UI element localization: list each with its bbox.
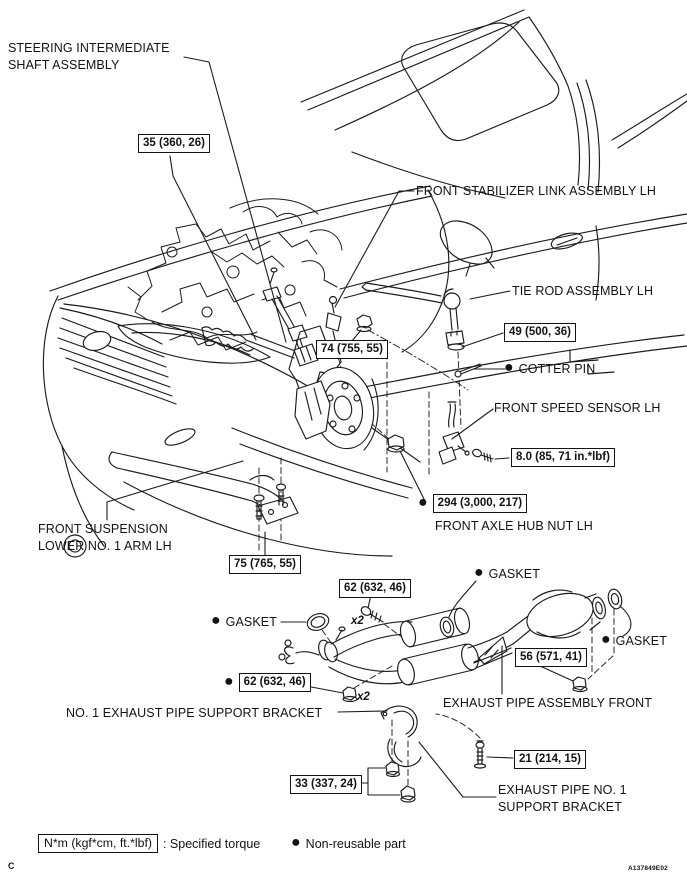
legend-torque: N*m (kgf*cm, ft.*lbf) : Specified torque [38,834,260,853]
label-tie-rod: TIE ROD ASSEMBLY LH [512,284,654,298]
label-front-stabilizer-link: FRONT STABILIZER LINK ASSEMBLY LH [416,184,656,198]
page-letter: C [8,861,15,871]
torque-294-row: ● 294 (3,000, 217) [418,493,528,514]
torque-box-33: 33 (337, 24) [290,775,363,795]
torque-box-75: 75 (765, 55) [229,555,302,575]
label-no1-exhaust-pipe-support-bracket: NO. 1 EXHAUST PIPE SUPPORT BRACKET [66,706,323,720]
torque-box-21: 21 (214, 15) [514,750,587,770]
label-exhaust-pipe-assembly-front: EXHAUST PIPE ASSEMBLY FRONT [443,696,653,710]
label-gasket-left-row: ● GASKET [211,612,277,631]
label-cotter-pin: COTTER PIN [518,362,596,376]
non-reusable-icon: ● [224,672,234,690]
label-cotter-pin-row: ● COTTER PIN [504,359,596,378]
torque-box-62-lower: 62 (632, 46) [238,673,311,693]
label-gasket-left: GASKET [225,615,277,629]
torque-box-56: 56 (571, 41) [515,648,588,668]
torque-box-74: 74 (755, 55) [316,340,389,360]
label-gasket-upper: GASKET [488,567,540,581]
non-reusable-icon: ● [291,834,301,851]
torque-62-lower-row: ● 62 (632, 46) [224,672,311,693]
torque-box-49: 49 (500, 36) [504,323,577,343]
non-reusable-icon: ● [474,564,484,582]
non-reusable-icon: ● [211,612,221,630]
figure-ref-code: A137849E02 [628,865,668,872]
legend-torque-box: N*m (kgf*cm, ft.*lbf) [38,834,158,853]
label-front-axle-hub-nut: FRONT AXLE HUB NUT LH [435,519,593,533]
torque-box-35: 35 (360, 26) [138,134,211,154]
label-front-speed-sensor: FRONT SPEED SENSOR LH [494,401,661,415]
label-x2-upper: x2 [351,615,364,627]
torque-box-294: 294 (3,000, 217) [432,494,528,514]
label-gasket-right: GASKET [615,634,667,648]
non-reusable-icon: ● [418,493,428,511]
label-steering-intermediate-shaft: STEERING INTERMEDIATE SHAFT ASSEMBLY [8,41,170,72]
label-front-suspension-lower-arm: FRONT SUSPENSION LOWER NO. 1 ARM LH [38,522,172,553]
legend-non-reusable-caption: Non-reusable part [305,837,406,851]
non-reusable-icon: ● [601,631,611,649]
legend-non-reusable: ● Non-reusable part [291,834,406,852]
label-x2-lower: x2 [357,691,370,703]
label-gasket-right-row: ● GASKET [601,631,667,650]
torque-box-62-upper: 62 (632, 46) [339,579,412,599]
label-exhaust-pipe-no1-support-bracket: EXHAUST PIPE NO. 1 SUPPORT BRACKET [498,783,627,814]
legend-torque-caption: : Specified torque [162,836,261,851]
label-gasket-upper-row: ● GASKET [474,564,540,583]
torque-box-8: 8.0 (85, 71 in.*lbf) [511,448,615,468]
non-reusable-icon: ● [504,359,514,377]
